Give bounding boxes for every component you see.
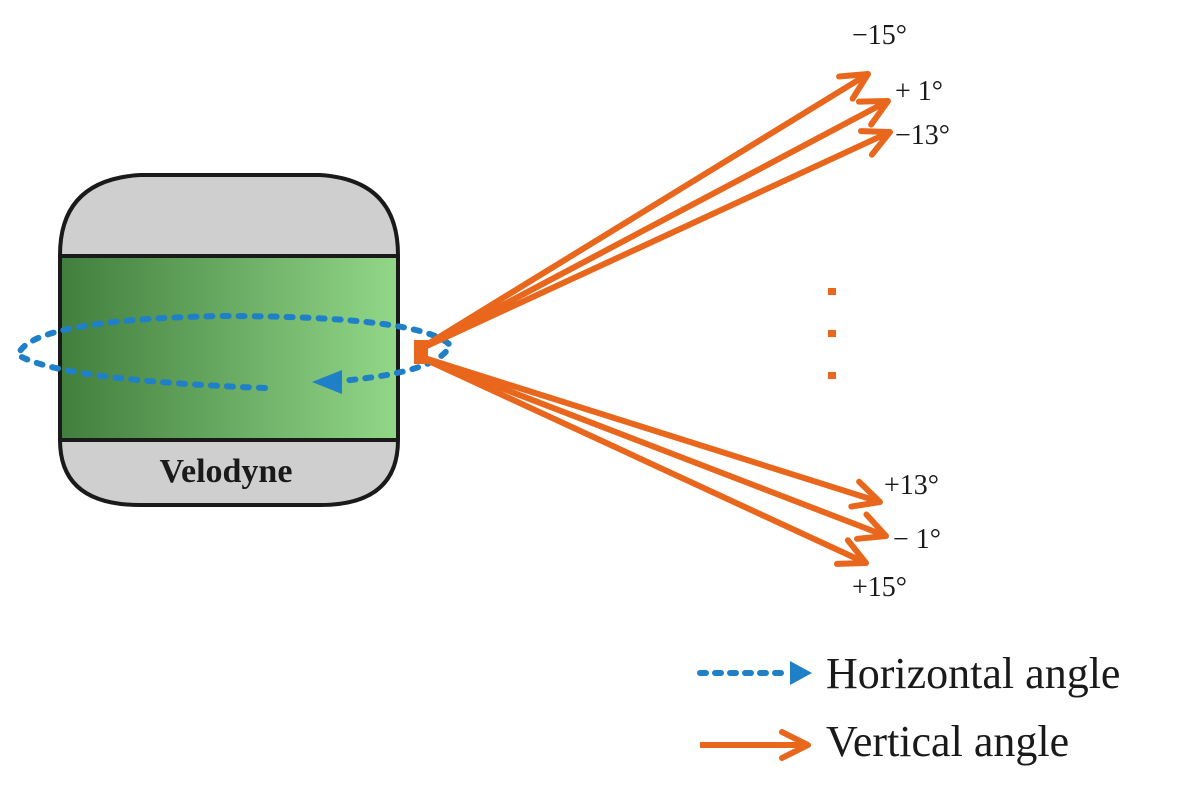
sensor-label: Velodyne xyxy=(160,453,293,490)
legend-horizontal-label: Horizontal angle xyxy=(826,649,1120,698)
horizontal-rotation xyxy=(14,312,454,394)
ellipsis-dot xyxy=(828,288,836,295)
angle-label-lower-1: +13° xyxy=(884,470,939,501)
legend-vertical-label: Vertical angle xyxy=(826,717,1069,766)
beam-upper-2 xyxy=(416,98,891,353)
sensor-middle-band xyxy=(60,255,398,440)
angle-label-lower-3: +15° xyxy=(852,572,907,603)
angle-label-upper-2: + 1° xyxy=(895,76,943,107)
legend-dotted-arrowhead xyxy=(790,661,812,685)
vertical-beams xyxy=(414,71,893,567)
beam-lower-2 xyxy=(416,353,889,542)
ellipsis-dot xyxy=(828,372,836,379)
beam-lower-1 xyxy=(417,353,883,510)
ellipsis-dots xyxy=(828,288,836,379)
angle-label-upper-3: −13° xyxy=(895,120,950,151)
ellipsis-dot xyxy=(828,330,836,337)
angle-labels: −15° + 1° −13° +13° − 1° +15° xyxy=(852,20,950,603)
legend-vertical: Vertical angle xyxy=(700,717,1069,766)
beam-origin-block xyxy=(414,340,428,364)
beam-lower-3 xyxy=(416,353,869,567)
angle-label-lower-2: − 1° xyxy=(893,524,941,555)
sensor-top-cap xyxy=(60,175,398,258)
sensor-bottom-cap xyxy=(60,440,398,505)
beam-upper-1 xyxy=(416,71,871,353)
beam-upper-3 xyxy=(416,128,893,353)
rotation-dotted-loop xyxy=(14,312,454,391)
legend: Horizontal angle Vertical angle xyxy=(697,649,1120,766)
legend-horizontal: Horizontal angle xyxy=(697,649,1120,698)
angle-label-upper-1: −15° xyxy=(852,20,907,51)
rotation-arrowhead xyxy=(312,370,342,394)
velodyne-sensor: Velodyne xyxy=(58,173,400,507)
